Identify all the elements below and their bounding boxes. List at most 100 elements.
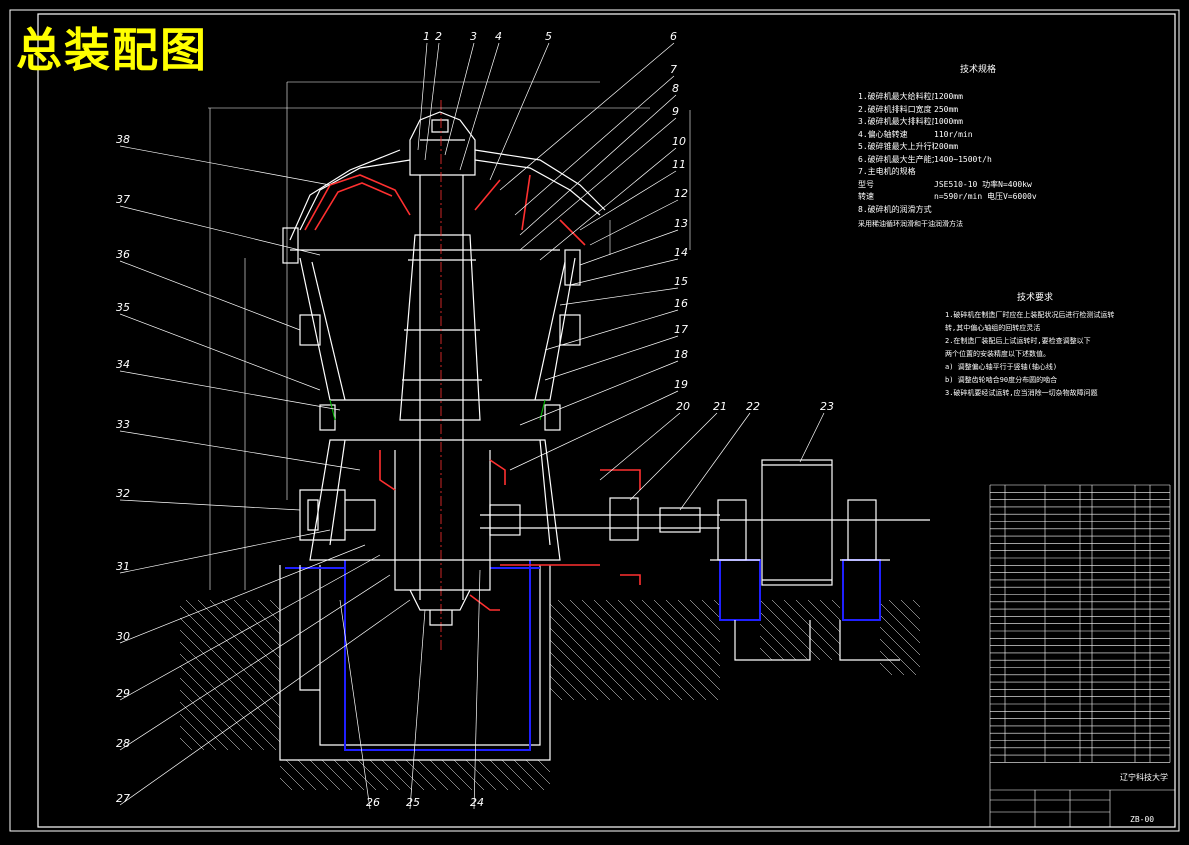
outer-frame — [9, 9, 1180, 832]
hatch-line — [641, 599, 721, 679]
hatch-line — [879, 602, 921, 644]
hatch-line — [888, 599, 921, 632]
spec-value: JSE510-10 功率N=400kw — [934, 179, 1032, 189]
hatch-line — [233, 599, 281, 647]
leader-line — [119, 145, 331, 186]
part-number-label: 20 — [676, 400, 690, 413]
part-number-label: 30 — [116, 630, 130, 643]
spec-value — [934, 204, 1098, 217]
spec-value: 1000mm — [934, 117, 963, 126]
hatch-line — [179, 689, 241, 751]
part-number-label: 17 — [674, 323, 688, 336]
hatch-line — [653, 599, 721, 667]
bom-table — [989, 484, 1175, 827]
hatch-line — [179, 605, 281, 707]
leader-line — [589, 199, 679, 246]
spec-row: 8.破碎机的润滑方式 — [858, 204, 1098, 217]
part-number-label: 21 — [713, 400, 727, 413]
leader-line — [409, 609, 426, 810]
hatch-line — [605, 599, 707, 701]
part-number-label: 3 — [470, 30, 477, 43]
crusher-body — [208, 81, 930, 650]
hatch-line — [381, 759, 413, 791]
hatch-line — [569, 599, 671, 701]
hatch-line — [677, 599, 721, 643]
hatch-line — [665, 599, 721, 655]
spec-label: 转速 — [858, 192, 874, 201]
spec-value: 200mm — [934, 142, 959, 151]
hatch-line — [297, 759, 329, 791]
requirement-line: b) 调整齿轮啮合90度分布圆的啮合 — [945, 376, 1058, 384]
hatch-line — [549, 663, 587, 701]
leader-line — [119, 599, 411, 806]
hatch-line — [879, 662, 893, 676]
part-number-label: 38 — [116, 133, 130, 146]
hatch-line — [759, 611, 809, 661]
requirement-line: a) 调整偏心轴平行于竖轴(轴心线) — [945, 363, 1058, 371]
leader-line — [599, 412, 681, 481]
hatch-line — [549, 615, 635, 701]
leader-line — [514, 75, 675, 216]
part-number-label: 1 — [423, 30, 430, 43]
hatch-line — [879, 638, 917, 676]
hatch-line — [759, 635, 785, 661]
hatch-line — [831, 599, 841, 609]
green-parts — [329, 399, 546, 421]
drawing-number: ZB-00 — [1130, 815, 1155, 824]
hatch-line — [369, 759, 401, 791]
spec-label: 7.主电机的规格 — [858, 167, 916, 176]
hatch-line — [179, 713, 217, 751]
hatch-line — [179, 701, 229, 751]
hatch-line — [501, 759, 533, 791]
hatch-line — [549, 627, 623, 701]
part-number-label: 5 — [545, 30, 552, 43]
part-number-label: 23 — [820, 400, 834, 413]
leader-line — [569, 258, 679, 286]
leader-line — [119, 544, 366, 644]
hatch-line — [795, 599, 841, 645]
leader-line — [679, 412, 751, 511]
hatch-line — [179, 617, 281, 719]
hatch-line — [393, 759, 425, 791]
leader-line — [119, 554, 381, 701]
part-number-label: 22 — [746, 400, 760, 413]
leader-lines — [119, 42, 825, 810]
part-number-label: 15 — [674, 275, 688, 288]
part-number-label: 31 — [116, 560, 130, 573]
hatch-line — [345, 759, 377, 791]
hatch-line — [453, 759, 485, 791]
hatch-line — [279, 777, 293, 791]
hatch-line — [309, 759, 341, 791]
part-number-label: 18 — [674, 348, 688, 361]
hatch-line — [819, 599, 841, 621]
leader-line — [119, 205, 321, 256]
part-number-label: 11 — [672, 158, 686, 171]
hatch-line — [197, 599, 281, 683]
hatch-line — [179, 629, 281, 731]
requirement-line: 1.破碎机在制造厂时应在上装配状况后进行检测试运转 — [945, 311, 1115, 319]
leader-line — [473, 569, 481, 810]
spec-label: 5.破碎锥最大上升行程 — [858, 142, 934, 151]
leader-line — [799, 412, 825, 463]
leader-line — [119, 574, 391, 751]
leader-line — [544, 309, 679, 351]
hatch-line — [879, 626, 921, 668]
part-number-label: 37 — [116, 193, 130, 206]
hatch-line — [537, 759, 551, 773]
requirement-line: 2.在制造厂装配后上试运转时,要检查调整以下 — [945, 337, 1091, 345]
part-number-label: 7 — [670, 63, 677, 76]
hatch-line — [179, 665, 265, 751]
spec-label: 6.破碎机最大生产能力 — [858, 154, 934, 164]
leader-line — [519, 117, 677, 251]
spec-row: 7.主电机的规格 — [858, 166, 1098, 179]
part-number-label: 24 — [470, 796, 484, 809]
part-number-label: 6 — [670, 30, 677, 43]
hatch-line — [581, 599, 683, 701]
red-parts — [304, 174, 641, 611]
hatch-line — [185, 599, 281, 695]
